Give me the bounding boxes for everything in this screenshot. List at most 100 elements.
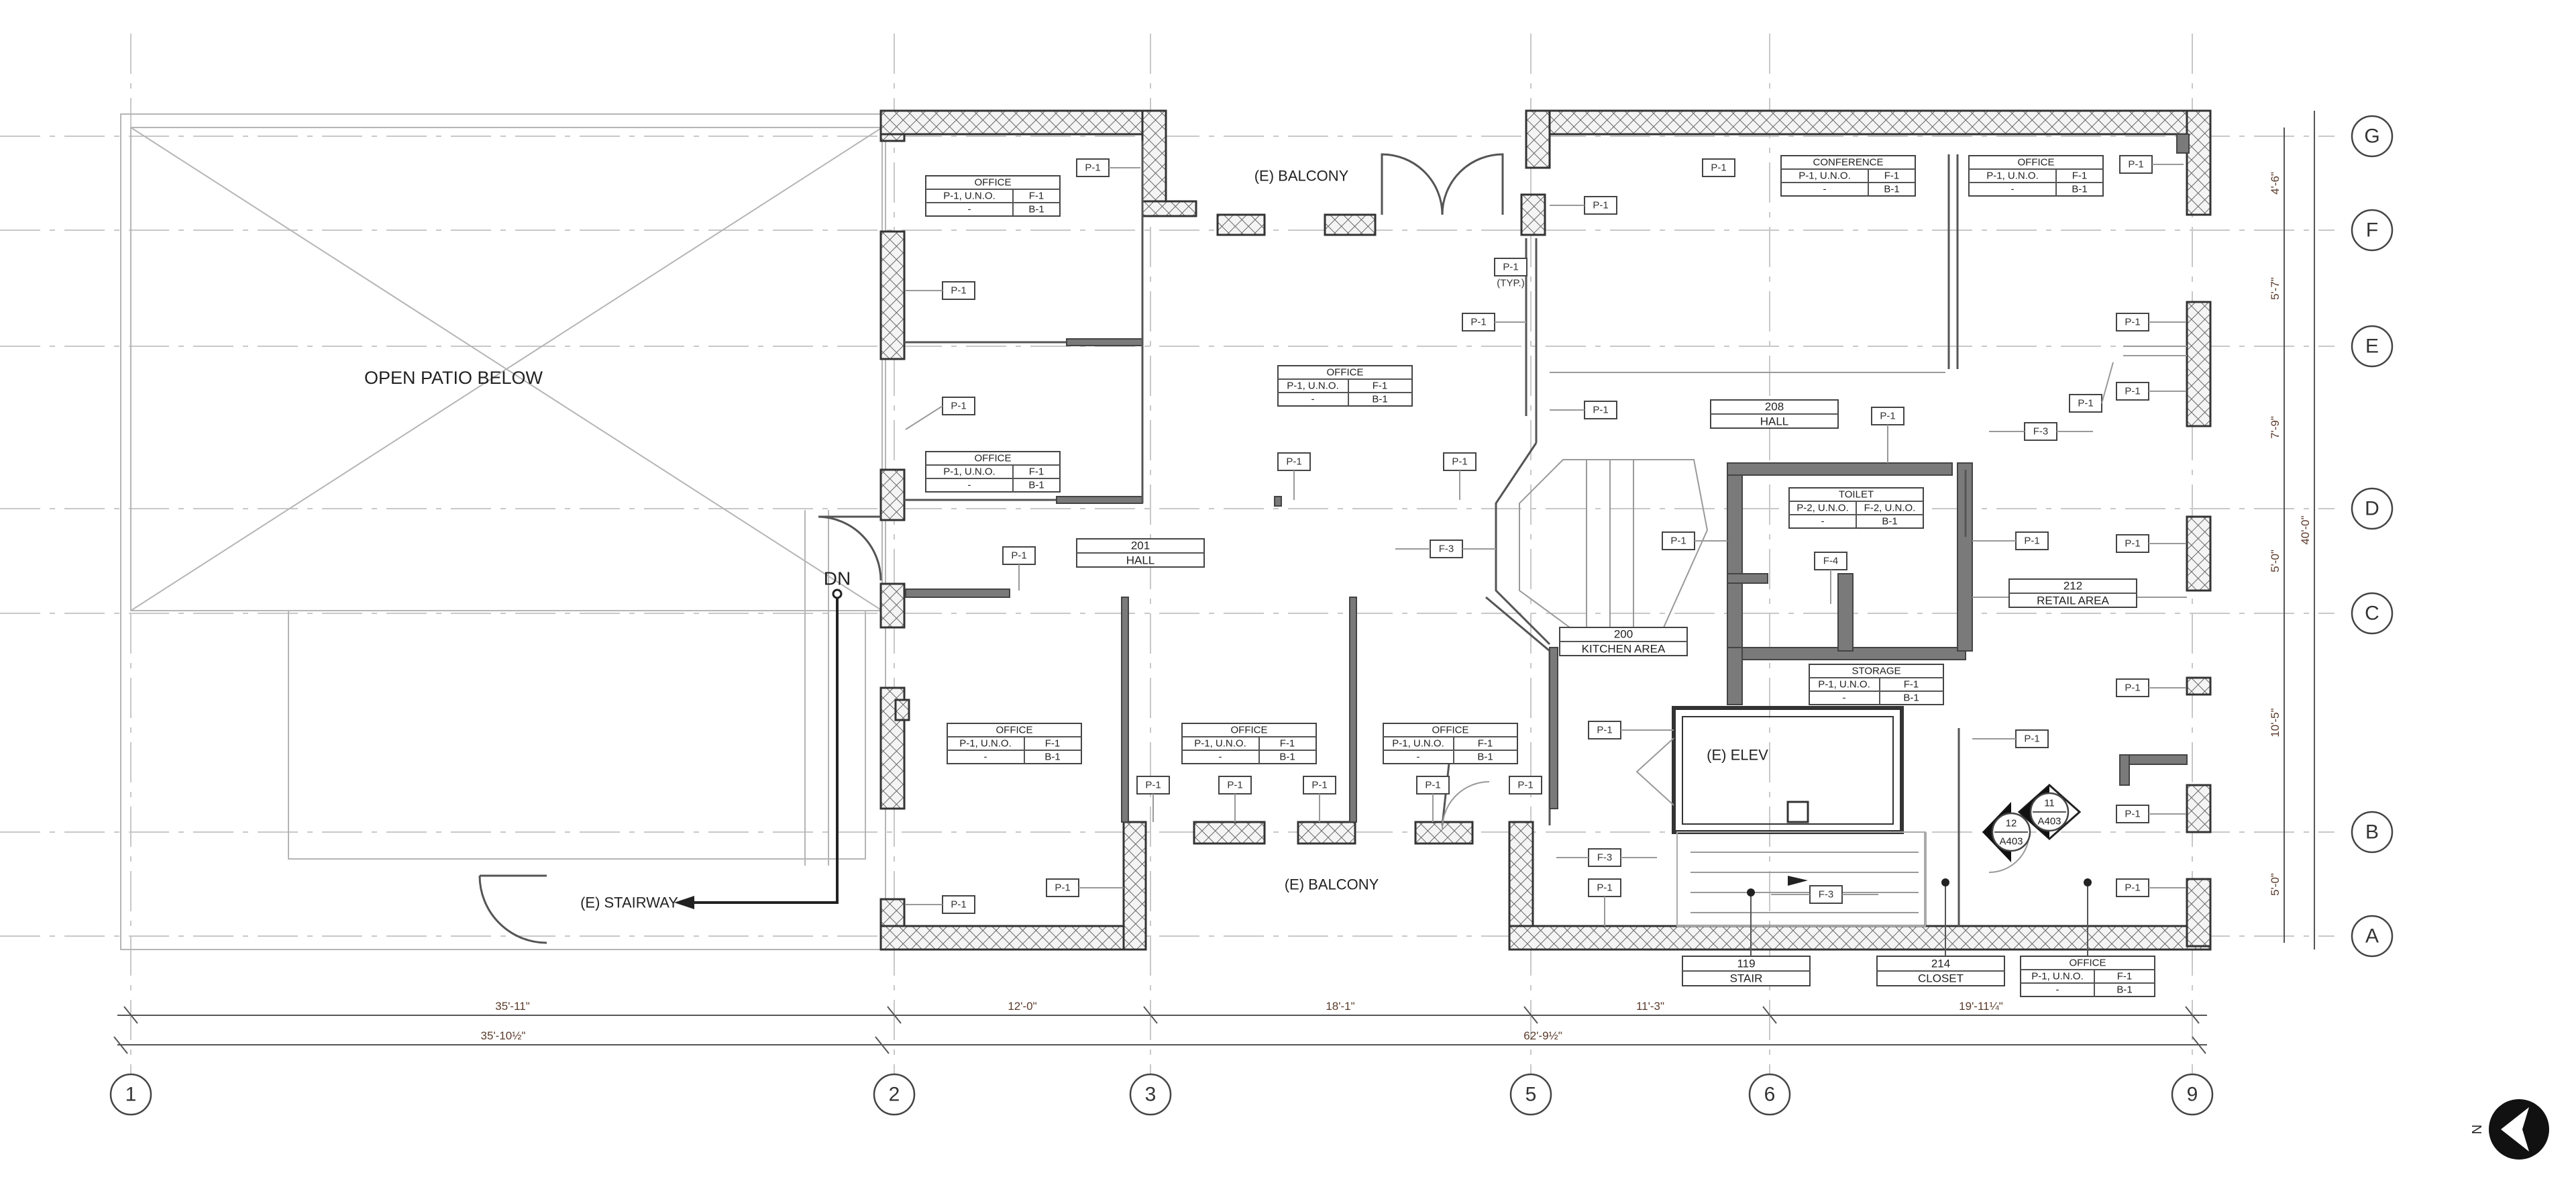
svg-text:P-1: P-1 — [951, 401, 966, 412]
svg-text:B-1: B-1 — [1903, 693, 1919, 704]
svg-text:-: - — [968, 204, 971, 215]
f3-tag: F-3 — [1395, 540, 1496, 558]
svg-text:STORAGE: STORAGE — [1851, 666, 1900, 677]
f4-tag: F-4 — [1814, 552, 1847, 604]
svg-text:F-2, U.N.O.: F-2, U.N.O. — [1864, 503, 1916, 514]
svg-text:P-1: P-1 — [2024, 733, 2039, 745]
p1-tag: P-1 — [1588, 721, 1674, 739]
svg-text:12: 12 — [2006, 818, 2017, 829]
svg-text:STAIR: STAIR — [1730, 972, 1763, 985]
svg-text:P-1: P-1 — [1311, 780, 1327, 791]
svg-text:201: 201 — [1131, 540, 1150, 552]
svg-text:P-1: P-1 — [1880, 411, 1895, 422]
svg-text:P-1, U.N.O.: P-1, U.N.O. — [1194, 738, 1246, 750]
svg-text:-: - — [2011, 184, 2015, 195]
svg-text:F: F — [2366, 219, 2378, 242]
balcony-top-label: (E) BALCONY — [1254, 168, 1349, 185]
svg-text:P-1, U.N.O.: P-1, U.N.O. — [1818, 679, 1870, 690]
finish-table-office-4: OFFICE P-1, U.N.O. F-1 - B-1 — [1968, 155, 2104, 197]
svg-text:P-1: P-1 — [1425, 780, 1440, 791]
p1-tag: P-1 — [1277, 452, 1311, 500]
svg-text:62'-9½": 62'-9½" — [1523, 1029, 1562, 1042]
p1-tag: P-1 — [1416, 776, 1450, 822]
finish-table-conference: CONFERENCE P-1, U.N.O. F-1 - B-1 — [1780, 155, 1916, 197]
svg-text:OFFICE: OFFICE — [1231, 725, 1268, 736]
svg-text:P-1: P-1 — [1597, 882, 1612, 894]
svg-text:HALL: HALL — [1126, 554, 1155, 567]
svg-text:A403: A403 — [1999, 836, 2023, 848]
finish-table-storage: STORAGE P-1, U.N.O. F-1 - B-1 — [1809, 664, 1944, 705]
svg-text:-: - — [1823, 184, 1827, 195]
svg-text:G: G — [2364, 125, 2379, 148]
svg-text:11: 11 — [2044, 798, 2055, 809]
dimensions-vertical: 4'-6" 5'-7" 7'-9" 5'-0" 10'-5" 5'-0" 40'… — [2269, 111, 2315, 950]
svg-text:RETAIL AREA: RETAIL AREA — [2037, 595, 2109, 607]
svg-text:5'-0": 5'-0" — [2269, 550, 2282, 572]
p1-tag: P-1 — [2119, 155, 2184, 174]
svg-text:-: - — [1821, 516, 1825, 527]
grid-bubble-1: 1 — [109, 1073, 152, 1116]
svg-text:P-1, U.N.O.: P-1, U.N.O. — [1392, 738, 1444, 750]
svg-text:P-1: P-1 — [951, 899, 966, 911]
svg-text:CLOSET: CLOSET — [1918, 972, 1964, 985]
svg-text:-: - — [968, 480, 971, 491]
svg-text:35'-11": 35'-11" — [495, 1000, 530, 1013]
svg-text:OFFICE: OFFICE — [996, 725, 1033, 736]
svg-text:P-1: P-1 — [1011, 550, 1026, 562]
finish-table-office-6: OFFICE P-1, U.N.O. F-1 - B-1 — [1181, 723, 1317, 764]
svg-text:P-1: P-1 — [2125, 882, 2140, 894]
dn-label: DN — [824, 568, 851, 589]
svg-text:P-1: P-1 — [2125, 317, 2140, 328]
f3-tag: F-3 — [1556, 848, 1657, 867]
svg-text:P-1: P-1 — [2125, 386, 2140, 397]
svg-text:P-1: P-1 — [1517, 780, 1533, 791]
svg-text:P-1: P-1 — [1145, 780, 1161, 791]
svg-text:F-1: F-1 — [1029, 466, 1044, 478]
f3-tag: F-3 — [1771, 885, 1878, 904]
grid-bubble-g: G — [2351, 115, 2394, 158]
svg-text:F-1: F-1 — [1280, 738, 1295, 750]
elevator-label: (E) ELEV — [1707, 747, 1768, 764]
svg-text:P-1: P-1 — [1593, 200, 1608, 211]
svg-text:212: 212 — [2063, 580, 2082, 593]
svg-text:F-1: F-1 — [1029, 191, 1044, 202]
svg-text:3: 3 — [1145, 1084, 1157, 1106]
svg-text:F-1: F-1 — [1373, 380, 1388, 392]
grid-bubble-2: 2 — [873, 1073, 916, 1116]
exterior-walls — [879, 109, 2212, 951]
svg-text:19'-11¼": 19'-11¼" — [1959, 1000, 2003, 1013]
p1-tag: P-1 — [2116, 878, 2186, 897]
svg-text:B-1: B-1 — [1028, 204, 1044, 215]
finish-table-office-7: OFFICE P-1, U.N.O. F-1 - B-1 — [1383, 723, 1518, 764]
p1-tag: P-1(TYP.) — [1494, 258, 1527, 289]
svg-text:B-1: B-1 — [1882, 516, 1897, 527]
p1-tag: P-1 — [1588, 878, 1621, 926]
grid-bubble-e: E — [2351, 325, 2394, 368]
finish-table-office-1: OFFICE P-1, U.N.O. F-1 - B-1 — [925, 175, 1061, 217]
p1-tag: P-1 — [1972, 531, 2049, 550]
grid-bubble-c: C — [2351, 592, 2394, 635]
p1-tag: P-1 — [906, 281, 975, 300]
p1-tag: P-1 — [2116, 678, 2186, 697]
svg-text:P-1: P-1 — [2024, 535, 2039, 547]
svg-text:OFFICE: OFFICE — [975, 453, 1012, 464]
svg-text:P-1: P-1 — [1286, 456, 1301, 468]
p1-tag: P-1 — [1076, 158, 1140, 177]
svg-text:P-1: P-1 — [1085, 162, 1100, 174]
svg-text:F-3: F-3 — [1439, 544, 1454, 555]
stair-119 — [1676, 831, 1926, 927]
svg-text:-: - — [1843, 693, 1846, 704]
p1-tag: P-1 — [1443, 452, 1477, 500]
p1-tag: P-1 — [2116, 382, 2186, 401]
dimensions-horizontal: 35'-11" 12'-0" 18'-1" 11'-3" 19'-11¼" 35… — [113, 1000, 2207, 1054]
svg-text:KITCHEN AREA: KITCHEN AREA — [1582, 643, 1666, 656]
svg-text:A403: A403 — [2037, 816, 2061, 827]
svg-text:-: - — [2056, 984, 2059, 996]
svg-text:P-1, U.N.O.: P-1, U.N.O. — [959, 738, 1012, 750]
svg-text:5: 5 — [1525, 1084, 1537, 1106]
p1-tag: P-1 — [1002, 546, 1036, 591]
p1-tags: P-1 P-1 P-1 P-1 P-1(TYP.) P-1 P-1 P-1 P-… — [905, 155, 2186, 926]
svg-text:B-1: B-1 — [1279, 752, 1295, 763]
grid-column-bubbles: 1 2 3 5 6 9 — [109, 1073, 2214, 1116]
